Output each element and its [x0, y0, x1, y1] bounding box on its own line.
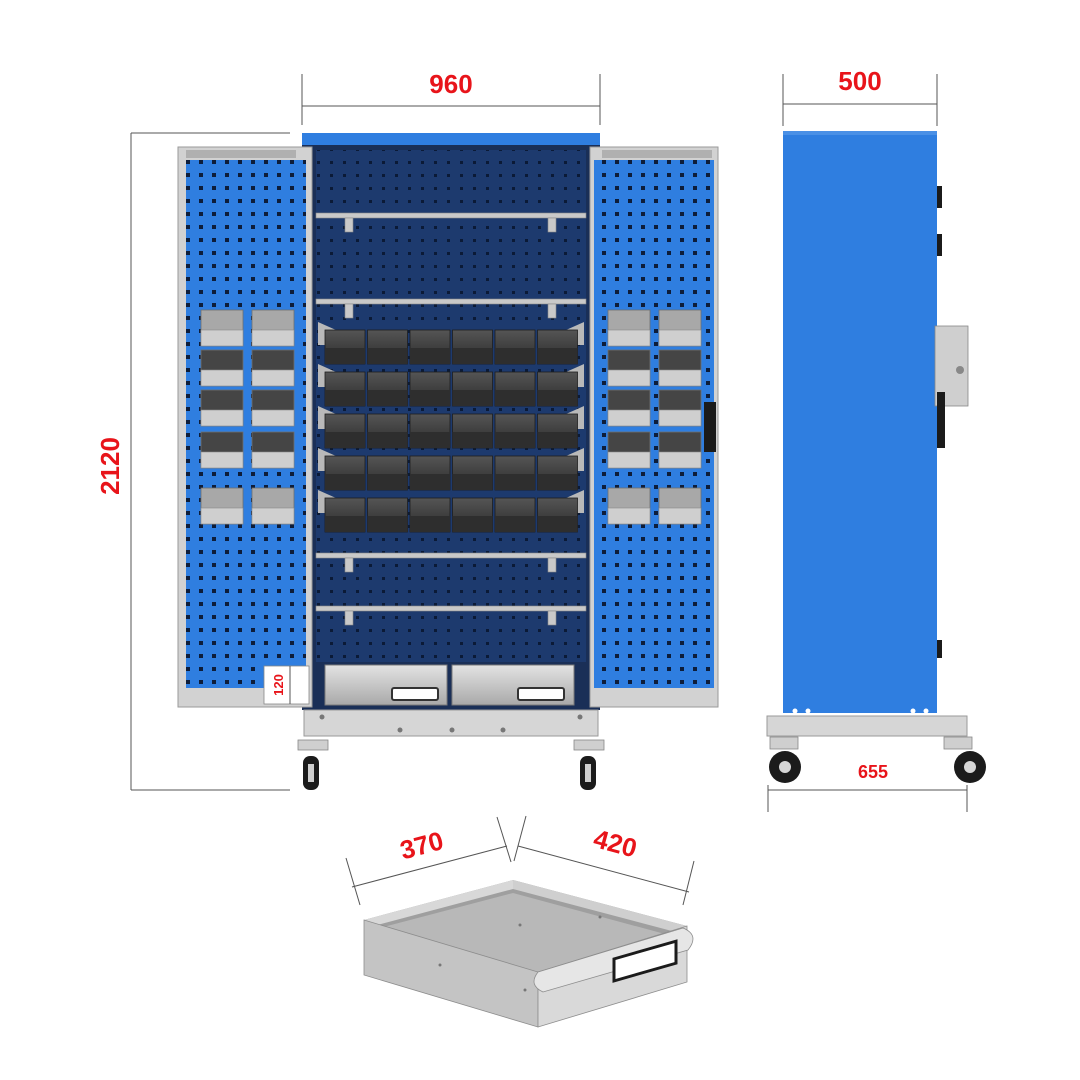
bottom-drawers: [324, 664, 575, 706]
side-panel: [783, 131, 937, 713]
interior-bin: [494, 329, 536, 365]
drawer-right-handle[interactable]: [517, 687, 565, 701]
drawer-height-callout: [263, 665, 310, 705]
interior-bin: [452, 329, 493, 365]
interior-bin: [367, 329, 408, 365]
interior-bin-grid: [324, 329, 578, 533]
front-view: [177, 133, 719, 790]
interior-bin: [367, 497, 408, 533]
door-bin: [658, 431, 702, 469]
door-bin: [200, 431, 244, 469]
door-bin: [658, 389, 702, 427]
interior-bin: [537, 371, 578, 407]
drawer-depth-label: 370: [397, 825, 447, 865]
door-bin: [200, 487, 244, 525]
drawer-width-dimension: [513, 815, 695, 906]
interior-bin: [324, 413, 366, 449]
drawer-detail: [363, 880, 694, 1028]
interior-bin: [537, 455, 578, 491]
interior-bin: [452, 371, 493, 407]
drawer-depth-dimension: [345, 816, 512, 906]
wheelbase-dimension: [767, 785, 968, 812]
interior-bin: [367, 455, 408, 491]
interior-bin: [409, 413, 451, 449]
shelves: [315, 212, 587, 626]
door-bin: [251, 431, 295, 469]
depth-dimension: [782, 74, 938, 126]
interior-bin: [452, 455, 493, 491]
right-door: [589, 146, 719, 708]
door-bin: [658, 309, 702, 347]
drawer-height-label: 120: [271, 674, 286, 696]
door-lock[interactable]: [704, 402, 716, 452]
depth-label: 500: [838, 66, 881, 96]
interior-bin: [324, 455, 366, 491]
interior-bin: [537, 413, 578, 449]
interior-bin: [452, 497, 493, 533]
interior-bin: [324, 497, 366, 533]
drawer-width-label: 420: [590, 823, 640, 863]
height-dimension: [130, 132, 290, 791]
door-bin: [607, 309, 651, 347]
interior-bin: [409, 455, 451, 491]
front-casters: [297, 739, 605, 790]
side-casters: [769, 736, 986, 783]
left-door-bins: [200, 309, 295, 525]
interior-bin: [409, 371, 451, 407]
door-bin: [251, 487, 295, 525]
cabinet-base: [303, 709, 599, 737]
interior-bin: [324, 371, 366, 407]
door-bin: [607, 349, 651, 387]
side-base: [766, 715, 968, 737]
interior-bin: [494, 413, 536, 449]
width-dimension: [301, 74, 601, 125]
door-bin: [607, 389, 651, 427]
door-bin: [251, 349, 295, 387]
door-bin: [251, 309, 295, 347]
door-bin: [200, 309, 244, 347]
cabinet-top-cap: [302, 133, 600, 145]
door-bin: [607, 431, 651, 469]
door-bin: [607, 487, 651, 525]
interior-bin: [494, 497, 536, 533]
interior-bin: [537, 329, 578, 365]
side-view: [766, 131, 986, 783]
height-label: 2120: [95, 437, 125, 495]
interior-bin: [409, 329, 451, 365]
interior-bin: [537, 497, 578, 533]
door-bin: [658, 349, 702, 387]
right-door-bins: [607, 309, 702, 525]
door-bin: [200, 389, 244, 427]
interior-bin: [452, 413, 493, 449]
drawer-left-handle[interactable]: [391, 687, 439, 701]
left-door: [177, 146, 313, 708]
drawer-detail-handle: [612, 939, 678, 983]
interior-bin: [494, 455, 536, 491]
door-bin: [658, 487, 702, 525]
interior-bin: [367, 371, 408, 407]
interior-bin: [367, 413, 408, 449]
interior-bin: [494, 371, 536, 407]
interior-bin: [409, 497, 451, 533]
door-bin: [200, 349, 244, 387]
door-bin: [251, 389, 295, 427]
interior-bin: [324, 329, 366, 365]
width-label: 960: [429, 69, 472, 99]
side-lock-plate: [934, 325, 969, 448]
wheelbase-label: 655: [858, 762, 888, 782]
